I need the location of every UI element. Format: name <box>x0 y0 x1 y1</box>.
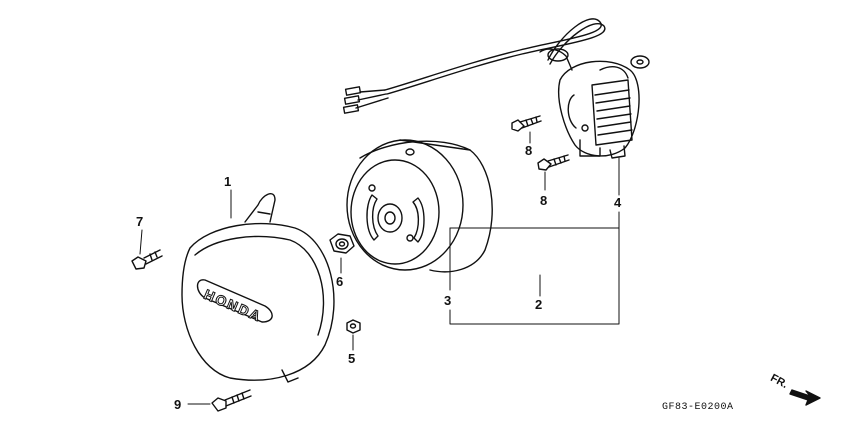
front-direction-arrow <box>789 389 821 406</box>
stator-coil-assembly <box>342 18 650 159</box>
callout-6: 6 <box>336 274 344 289</box>
fan-cover <box>181 192 335 383</box>
bolt-9 <box>211 389 252 412</box>
callout-4: 4 <box>614 195 622 210</box>
flywheel-nut <box>329 233 355 254</box>
bolt-8-upper <box>511 115 542 132</box>
callout-8-upper: 8 <box>525 143 533 158</box>
leader-lines <box>139 131 620 405</box>
small-nut <box>346 319 361 334</box>
bolt-7 <box>131 249 163 270</box>
bolt-8-lower <box>537 154 570 171</box>
diagram-code: GF83-E0200A <box>662 402 734 413</box>
callout-7: 7 <box>136 214 144 229</box>
callout-9: 9 <box>174 397 182 412</box>
callout-1: 1 <box>224 174 232 189</box>
callout-3: 3 <box>444 293 452 308</box>
callout-8-lower: 8 <box>540 193 548 208</box>
callout-2: 2 <box>535 297 543 312</box>
flywheel <box>346 139 493 273</box>
callout-5: 5 <box>348 351 356 366</box>
